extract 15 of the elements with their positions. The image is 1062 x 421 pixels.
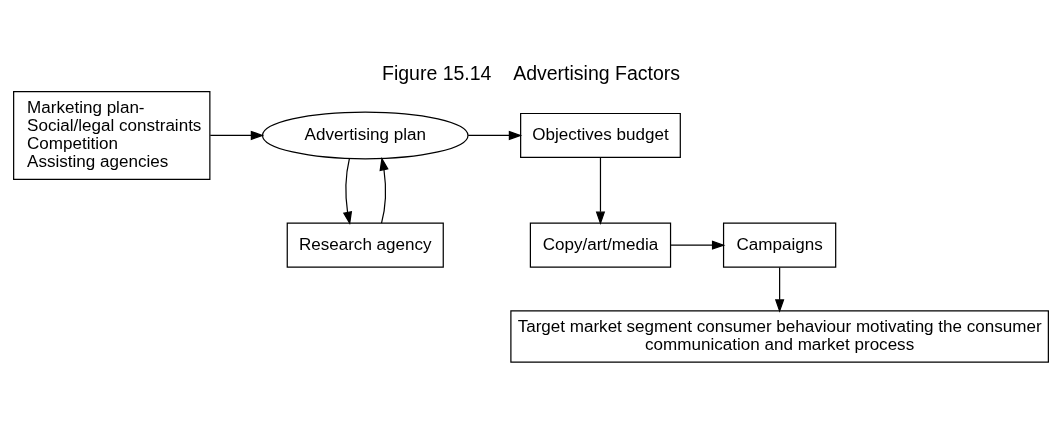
node-box: Campaigns <box>722 222 837 268</box>
node-box: Research agency <box>286 222 444 268</box>
node-ellipse: Advertising plan <box>261 110 469 159</box>
arrow <box>670 239 726 250</box>
arrow <box>342 157 353 225</box>
arrow <box>774 266 785 313</box>
node-box: Target market segment consumer behaviour motivating the consumer communication and market process <box>510 309 1049 363</box>
arrow <box>467 130 523 140</box>
arrow <box>379 156 389 224</box>
node-box: Objectives budget <box>520 112 681 158</box>
node-box: Marketing plan- Social/legal constraints Competition Assisting agencies <box>13 90 211 180</box>
diagram-title: Figure 15.14 Advertising Factors <box>381 61 681 84</box>
node-box: Copy/art/media <box>529 222 672 268</box>
arrow <box>595 156 606 225</box>
arrow <box>209 130 265 140</box>
